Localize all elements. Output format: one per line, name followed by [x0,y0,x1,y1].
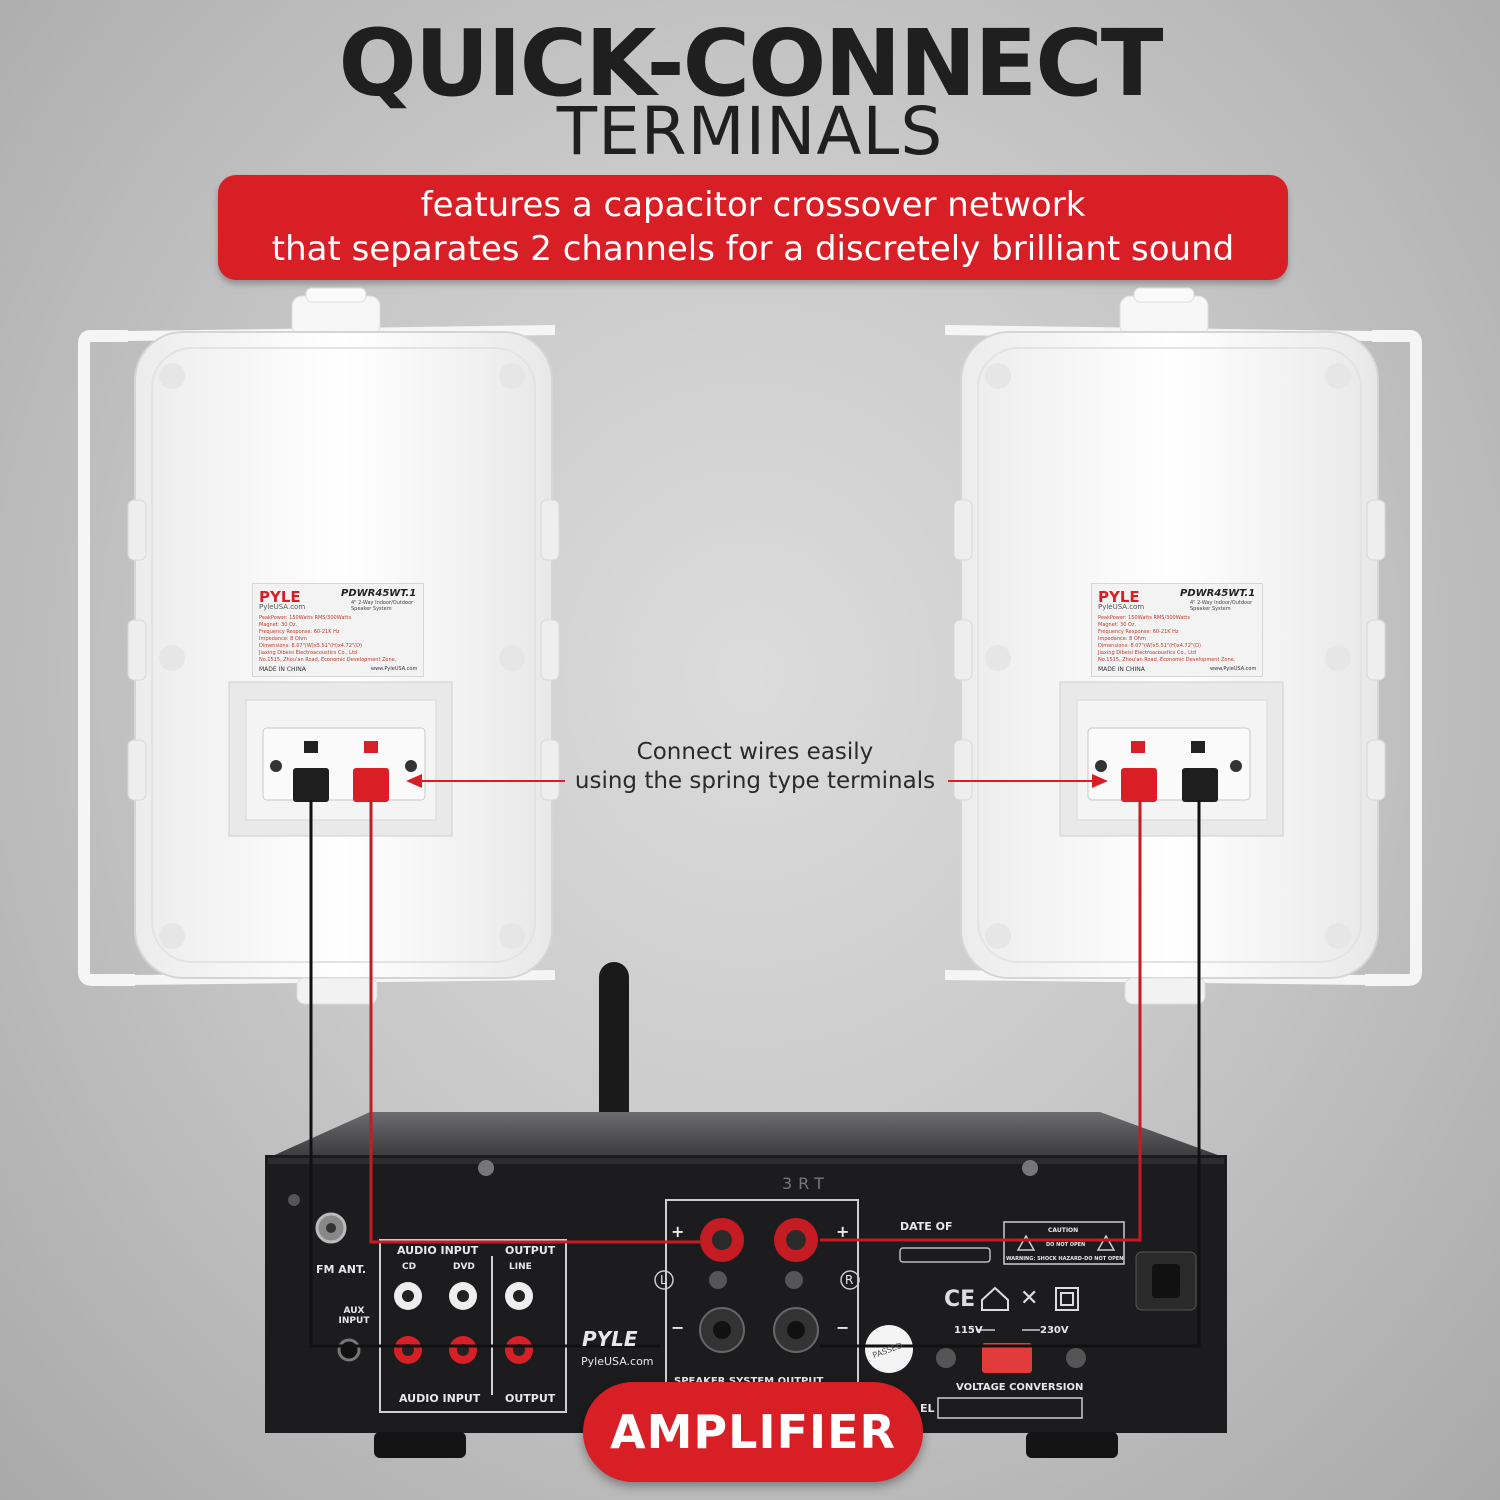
amp-230v: 230V [1040,1325,1069,1336]
label-website-footer: www.PyleUSA.com [1210,666,1257,672]
spec-line: Impedance: 8 Ohm [259,636,307,642]
ce-mark-icon: CE [944,1287,976,1312]
spec-line: Impedance: 8 Ohm [1098,636,1146,642]
amp-voltage-conversion: VOLTAGE CONVERSION [956,1382,1084,1393]
amp-cd: CD [402,1262,417,1272]
amp-aux-input: AUX INPUT [338,1306,370,1326]
spec-line: Magnet: 30 Oz. [259,622,298,628]
amp-top-logo: 3RT [782,1174,830,1193]
callout-line-2: using the spring type terminals [574,768,936,794]
amp-output-bottom: OUTPUT [505,1392,556,1405]
amp-brand-web: PyleUSA.com [581,1355,654,1368]
callout-line-1: Connect wires easily [636,739,874,765]
amp-right-channel: R [845,1273,854,1287]
callout-arrows [406,774,1108,788]
speaker-label-left: PYLE PyleUSA.com PDWR45WT.1 4" 2-Way Ind… [252,583,424,677]
amplifier-badge: AMPLIFIER [583,1382,923,1482]
spec-line: Jiaxing Dibeisi Electroacoustics Co., Lt… [259,650,358,656]
amp-date-of: DATE OF [900,1220,953,1233]
amp-line: LINE [509,1262,532,1272]
spec-line: PeakPower: 150Watts RMS/300Watts [1098,615,1190,621]
amp-warning: WARNING: SHOCK HAZARD-DO NOT OPEN [1006,1256,1124,1262]
amp-brand: PYLE [582,1327,638,1351]
label-website: PyleUSA.com [259,603,306,611]
label-model: PDWR45WT.1 [341,588,417,599]
spec-line: Magnet: 30 Oz. [1098,622,1137,628]
label-subtitle: 4" 2-Way Indoor/Outdoor Speaker System [1190,600,1253,612]
spec-line: Dimensions: 8.07"(W)x5.51"(H)x4.72"(D) [259,643,362,649]
spec-line: No.1515, Zhou'an Road, Economic Developm… [259,657,397,663]
amp-plus-left: + [671,1222,685,1241]
right-speaker [944,287,1422,1005]
spec-line: Jiaxing Dibeisi Electroacoustics Co., Lt… [1098,650,1197,656]
label-website-footer: www.PyleUSA.com [371,666,418,672]
amp-left-channel: L [660,1273,667,1287]
amp-fm-ant: FM ANT. [316,1263,367,1276]
amp-audio-input-top: AUDIO INPUT [397,1244,479,1257]
terminal-callout: Connect wires easily using the spring ty… [560,738,950,796]
speaker-wires [309,800,1201,1348]
spec-line: Dimensions: 8.07"(W)x5.51"(H)x4.72"(D) [1098,643,1201,649]
spec-line: Frequency Response: 60-21K Hz [1098,629,1179,635]
label-made-in: MADE IN CHINA [1098,666,1145,673]
label-specs: PeakPower: 150Watts RMS/300Watts Magnet:… [259,615,419,664]
amp-audio-input-bottom: AUDIO INPUT [399,1392,481,1405]
amp-el: EL [920,1402,935,1415]
label-website: PyleUSA.com [1098,603,1145,611]
amp-output-top: OUTPUT [505,1244,556,1257]
spec-line: PeakPower: 150Watts RMS/300Watts [259,615,351,621]
amp-minus-left: − [671,1318,685,1337]
weee-bin-icon: ✕ [1020,1286,1039,1311]
amp-plus-right: + [836,1222,850,1241]
amp-minus-right: − [836,1318,850,1337]
banner-line-1: features a capacitor crossover network [420,185,1086,225]
amp-115v: 115V [954,1325,983,1336]
amp-do-not-open: DO NOT OPEN [1046,1242,1086,1248]
amp-speaker-output: SPEAKER SYSTEM OUTPUT [674,1376,823,1387]
speaker-label-right: PYLE PyleUSA.com PDWR45WT.1 4" 2-Way Ind… [1091,583,1263,677]
amp-caution: CAUTION [1048,1227,1079,1234]
feature-banner: features a capacitor crossover network t… [218,175,1288,280]
label-specs: PeakPower: 150Watts RMS/300Watts Magnet:… [1098,615,1258,664]
banner-line-2: that separates 2 channels for a discrete… [271,229,1235,269]
spec-line: Frequency Response: 60-21K Hz [259,629,340,635]
spec-line: No.1515, Zhou'an Road, Economic Developm… [1098,657,1236,663]
amplifier-unit [265,962,1227,1458]
label-model: PDWR45WT.1 [1180,588,1256,599]
amp-dvd: DVD [453,1262,475,1272]
page-title: QUICK-CONNECT [338,10,1164,117]
label-brand: PYLE [259,588,301,606]
page-subtitle: TERMINALS [556,93,944,170]
label-made-in: MADE IN CHINA [259,666,306,673]
label-brand: PYLE [1098,588,1140,606]
label-subtitle: 4" 2-Way Indoor/Outdoor Speaker System [351,600,414,612]
